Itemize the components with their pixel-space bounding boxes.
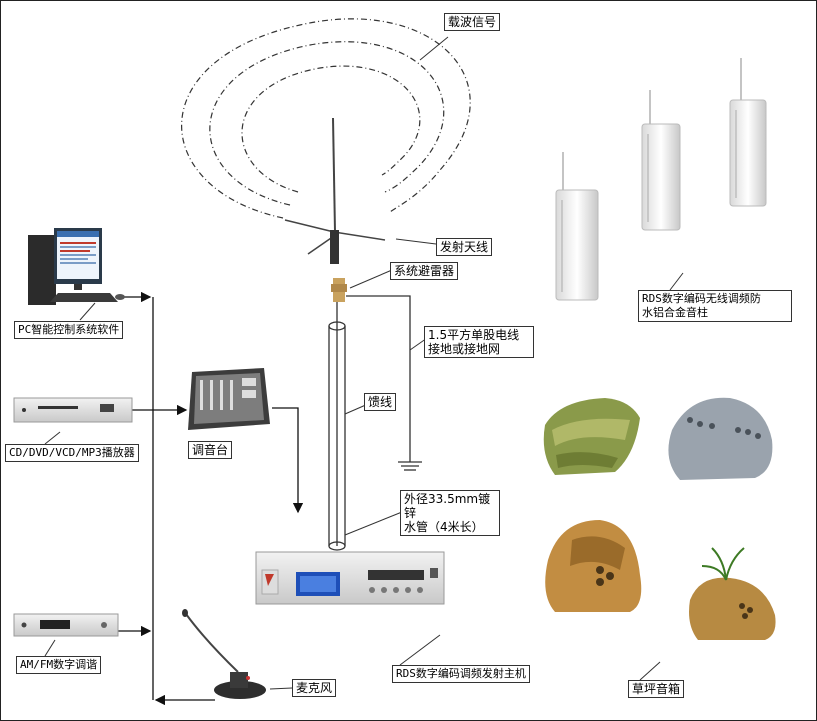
lightning-arrester xyxy=(331,278,347,302)
rock-speaker-green xyxy=(543,398,640,475)
pipe-label-line2: 水管（4米长） xyxy=(404,520,484,534)
column-speaker-label: RDS数字编码无线调频防 水铝合金音柱 xyxy=(638,290,792,322)
microphone-drawing xyxy=(182,609,266,699)
ground-wire-label: 1.5平方单股电线 接地或接地网 xyxy=(424,326,534,358)
column-speaker xyxy=(729,58,767,207)
cd-player-label: CD/DVD/VCD/MP3播放器 xyxy=(5,444,139,462)
pc-software-label: PC智能控制系统软件 xyxy=(14,321,124,339)
transmit-antenna xyxy=(284,117,386,264)
column-speaker-label-line1: RDS数字编码无线调频防 xyxy=(642,292,761,305)
transmit-antenna-label: 发射天线 xyxy=(436,238,493,256)
lawn-speaker-label: 草坪音箱 xyxy=(628,680,685,698)
am-fm-tuner xyxy=(13,613,119,637)
mixer-console xyxy=(188,368,270,430)
column-speaker xyxy=(555,152,599,301)
carrier-signal-waves xyxy=(181,18,471,219)
pc-computer xyxy=(28,228,125,305)
lightning-arrester-label: 系统避雷器 xyxy=(390,262,459,280)
lawn-speakers xyxy=(543,397,776,640)
rds-transmitter-unit xyxy=(255,551,445,605)
feeder-label: 馈线 xyxy=(364,393,397,411)
rock-speaker-sandstone xyxy=(545,520,642,612)
feeder-pipe xyxy=(328,302,346,551)
carrier-signal-label: 载波信号 xyxy=(444,13,501,31)
ground-wire-label-line1: 1.5平方单股电线 xyxy=(428,328,520,342)
rock-speaker-with-plant xyxy=(689,547,776,640)
rock-speaker-grey xyxy=(668,397,773,480)
galvanized-pipe-label: 外径33.5mm镀锌 水管（4米长） xyxy=(400,490,500,536)
column-speaker xyxy=(641,90,681,231)
mixer-label: 调音台 xyxy=(188,441,233,459)
ground-wire-label-line2: 接地或接地网 xyxy=(428,342,501,356)
rds-transmitter-label: RDS数字编码调频发射主机 xyxy=(392,665,530,683)
column-speaker-label-line2: 水铝合金音柱 xyxy=(642,306,708,319)
pipe-label-line1: 外径33.5mm镀锌 xyxy=(404,492,491,520)
column-speakers xyxy=(555,58,767,301)
am-fm-tuner-label: AM/FM数字调谐 xyxy=(16,656,102,674)
ground-wire xyxy=(346,295,422,471)
cd-player xyxy=(13,397,133,423)
microphone-label: 麦克风 xyxy=(292,679,337,697)
signal-flow-arrows xyxy=(118,291,304,706)
